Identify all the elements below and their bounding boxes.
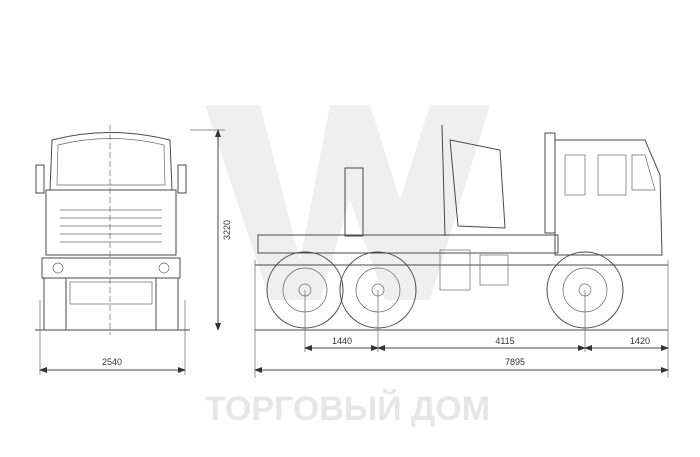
dimension-lines: 2540 3220 1440 4115 1420 7895 (39, 129, 669, 378)
dim-overall-length: 7895 (505, 357, 525, 367)
watermark-text: ТОРГОВЫЙ ДОМ (205, 389, 490, 428)
dim-rear-axle: 1440 (332, 336, 352, 346)
dim-wheelbase: 4115 (495, 336, 514, 346)
front-view (35, 125, 190, 335)
watermark: ТОРГОВЫЙ ДОМ (205, 105, 490, 428)
dim-front-overhang: 1420 (630, 336, 650, 346)
dim-front-width: 2540 (102, 357, 122, 367)
dim-height: 3220 (222, 220, 232, 240)
side-view (255, 124, 668, 331)
